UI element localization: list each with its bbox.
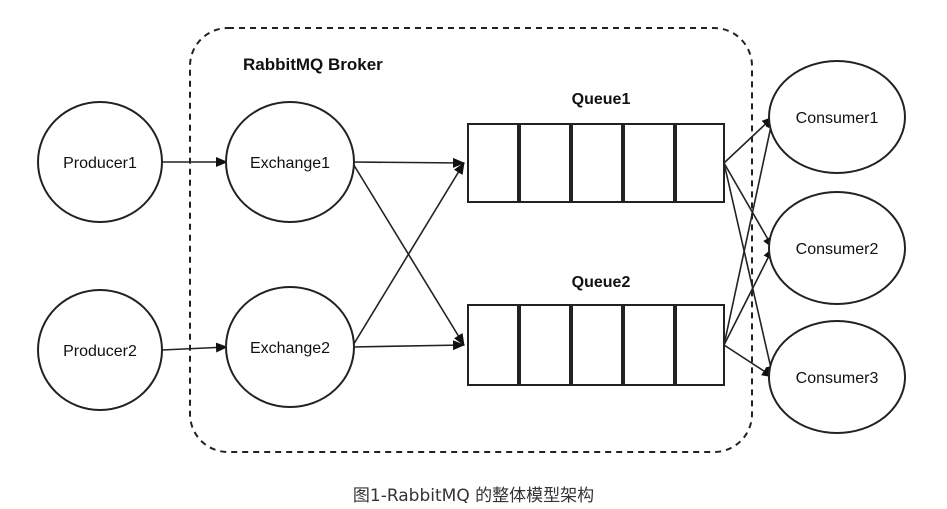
consumer-node: Consumer2 (768, 191, 906, 305)
exchange-label: Exchange1 (250, 155, 330, 172)
queue-node: Queue2 (467, 274, 725, 386)
queue-label: Queue2 (572, 274, 631, 291)
broker-boundary (189, 27, 753, 453)
connection-arrow (723, 247, 774, 346)
consumer-label: Consumer2 (796, 241, 879, 258)
broker-label: RabbitMQ Broker (243, 55, 383, 74)
exchange-node: Exchange2 (225, 286, 355, 408)
connection-arrow (723, 344, 774, 378)
connection-arrow (351, 162, 465, 348)
queue-cell (519, 123, 571, 203)
consumer-label: Consumer3 (796, 370, 879, 387)
queue-cell (675, 123, 725, 203)
queue-cell (467, 123, 519, 203)
queue-cells (467, 304, 725, 386)
connection-arrow (351, 157, 465, 168)
connection-arrow (351, 340, 465, 351)
queue-cell (571, 123, 623, 203)
queue-cell (623, 304, 675, 386)
queue-cell (467, 304, 519, 386)
connection-arrow (723, 162, 774, 249)
connection-arrow (723, 162, 776, 378)
producer-label: Producer2 (63, 343, 137, 360)
consumer-node: Consumer1 (768, 60, 906, 174)
producer-node: Producer1 (37, 101, 163, 223)
connection-arrow (723, 116, 774, 164)
queue-cell (571, 304, 623, 386)
rabbitmq-architecture-diagram: RabbitMQ Broker Producer1 Producer2 Exch… (37, 27, 906, 453)
connection-arrow (723, 116, 776, 346)
producer-node: Producer2 (37, 289, 163, 411)
queue-cell (519, 304, 571, 386)
queue-cell (675, 304, 725, 386)
figure-caption: 图1-RabbitMQ 的整体模型架构 (352, 486, 595, 506)
connection-arrow (161, 342, 228, 353)
producer-label: Producer1 (63, 155, 137, 172)
queue-cells (467, 123, 725, 203)
consumer-node: Consumer3 (768, 320, 906, 434)
queue-cell (623, 123, 675, 203)
exchange-node: Exchange1 (225, 101, 355, 223)
exchange-label: Exchange2 (250, 340, 330, 357)
queue-node: Queue1 (467, 91, 725, 203)
queue-label: Queue1 (572, 91, 631, 108)
connections (161, 116, 776, 378)
consumer-label: Consumer1 (796, 110, 879, 127)
